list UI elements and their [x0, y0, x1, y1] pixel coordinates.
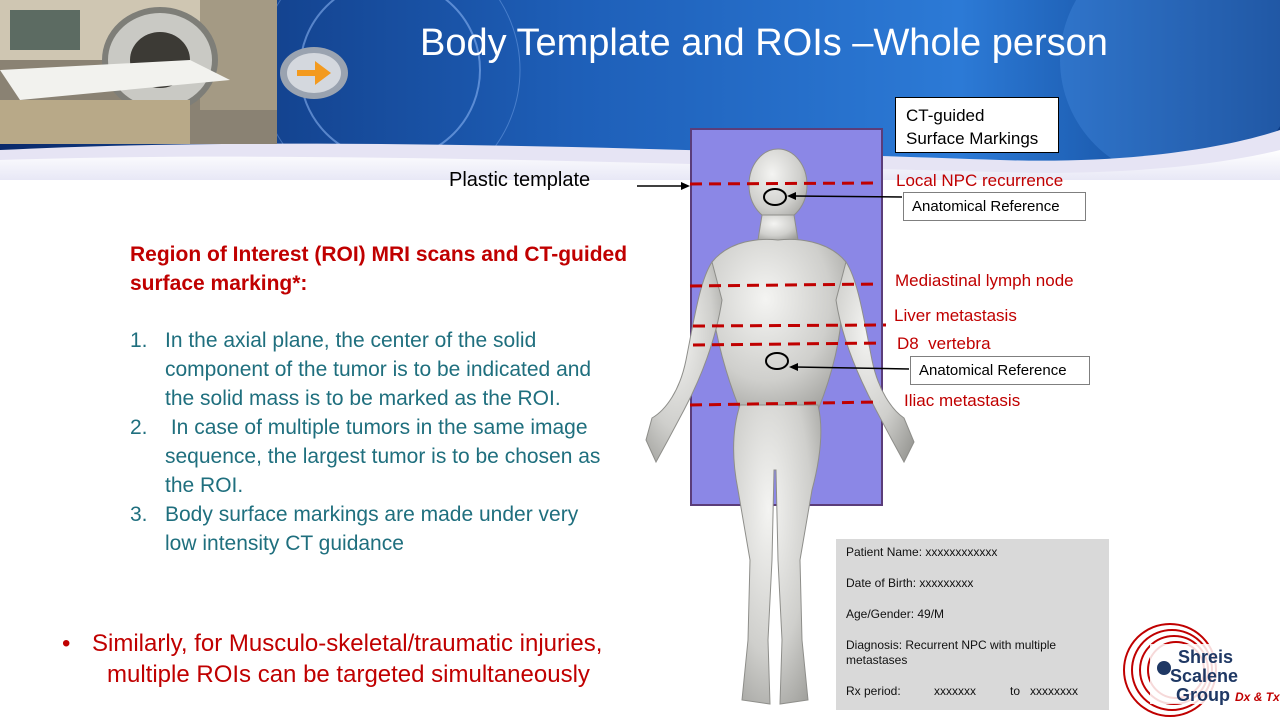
marker-line-liver [692, 323, 887, 328]
patient-name: Patient Name: xxxxxxxxxxxx [846, 545, 998, 559]
slide-title: Body Template and ROIs –Whole person [420, 22, 1108, 64]
marker-line-local-npc [689, 181, 881, 186]
anatomical-ref-circle-1 [763, 188, 787, 206]
marker-line-iliac [689, 400, 881, 407]
steps-list: 1. In the axial plane, the center of the… [130, 326, 610, 558]
rx-label: Rx period: [846, 684, 901, 698]
logo-line-1: Shreis [1178, 647, 1234, 667]
step-number: 1. [130, 329, 148, 352]
shreis-scalene-logo: Shreis Scalene Group Dx & Tx [1120, 620, 1280, 720]
label-liver: Liver metastasis [894, 306, 1017, 325]
patient-info-card: Patient Name: xxxxxxxxxxxx Date of Birth… [836, 539, 1109, 710]
anatomical-ref-circle-2 [765, 352, 789, 370]
ref1-arrowhead [787, 192, 796, 200]
bullet-line-1: Similarly, for Musculo-skeletal/traumati… [92, 630, 603, 657]
ref1-arrow [792, 195, 903, 198]
anatomical-reference-box-2: Anatomical Reference [910, 356, 1090, 385]
logo-rings-icon [1123, 623, 1270, 717]
step-number: 3. [130, 503, 148, 526]
marker-line-mediastinal [689, 282, 881, 288]
marker-lines [689, 181, 887, 407]
ct-guided-box: CT-guided Surface Markings [895, 97, 1059, 153]
bullet-note: • Similarly, for Musculo-skeletal/trauma… [62, 628, 682, 690]
patient-age-gender: Age/Gender: 49/M [846, 607, 945, 621]
label-local-npc: Local NPC recurrence [896, 171, 1064, 190]
list-item: 1. In the axial plane, the center of the… [130, 326, 610, 413]
label-d8: D8 vertebra [897, 334, 991, 353]
step-text: In the axial plane, the center of the so… [165, 329, 592, 410]
step-number: 2. [130, 416, 148, 439]
arrow-icon [280, 47, 348, 99]
logo-text: Shreis Scalene Group Dx & Tx [1162, 648, 1280, 707]
patient-diagnosis: Diagnosis: Recurrent NPC with multiple m… [846, 638, 1057, 667]
step-text: In case of multiple tumors in the same i… [165, 416, 607, 497]
rx-to: xxxxxxxx [1030, 684, 1078, 698]
plastic-template-label: Plastic template [449, 169, 591, 191]
list-item: 3. Body surface markings are made under … [130, 500, 610, 558]
roi-heading: Region of Interest (ROI) MRI scans and C… [130, 243, 628, 295]
bullet-line-2: multiple ROIs can be targeted simultaneo… [107, 661, 590, 688]
list-item: 2. In case of multiple tumors in the sam… [130, 413, 610, 500]
rx-from: xxxxxxx [934, 684, 976, 698]
plastic-arrowhead [681, 182, 690, 190]
ref2-arrowhead [789, 363, 798, 371]
logo-suffix: Dx & Tx [1235, 690, 1280, 704]
bullet-icon: • [62, 630, 71, 657]
logo-line-3: Group Dx & Tx [1162, 686, 1280, 707]
ct-scanner-photo [0, 0, 277, 144]
patient-dob: Date of Birth: xxxxxxxxx [846, 576, 974, 590]
ct-box-line-2: Surface Markings [906, 129, 1039, 148]
patient-rx-period: Rx period: xxxxxxx to xxxxxxxx [846, 684, 1099, 698]
pointer-arrows [637, 182, 910, 371]
rx-to-label: to [1010, 684, 1021, 698]
logo-group-word: Group [1176, 685, 1230, 705]
label-mediastinal: Mediastinal lymph node [895, 271, 1074, 290]
step-text: Body surface markings are made under ver… [165, 503, 579, 555]
ref2-arrow [794, 366, 910, 370]
marker-line-d8 [692, 341, 883, 347]
anatomical-reference-box-1: Anatomical Reference [903, 192, 1086, 221]
ct-box-line-1: CT-guided [906, 106, 985, 125]
label-iliac: Iliac metastasis [904, 391, 1021, 410]
logo-line-2: Scalene [1170, 666, 1239, 686]
